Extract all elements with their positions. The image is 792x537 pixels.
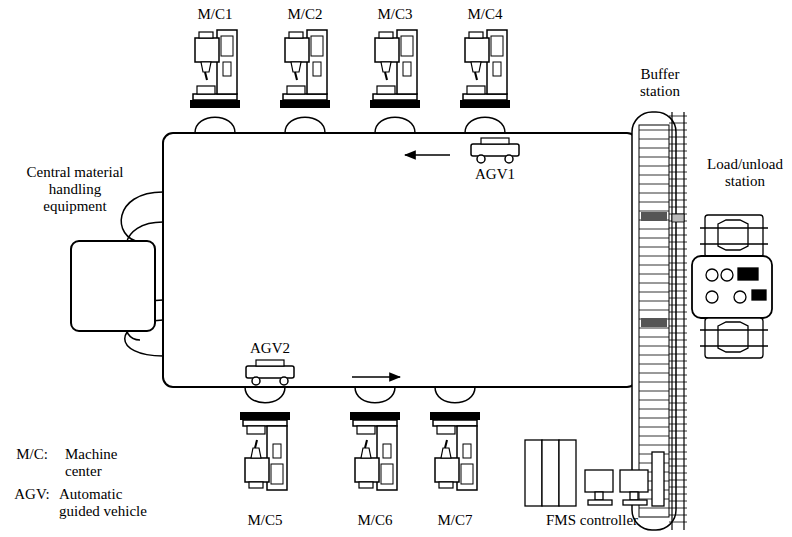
controller-label: FMS controller <box>532 512 652 529</box>
equipment-box <box>70 240 156 332</box>
legend-text: Automatic guided vehicle <box>59 486 165 520</box>
equipment-node: Central material handling equipment <box>18 164 158 332</box>
machine-label: M/C5 <box>235 512 295 529</box>
legend-key: M/C: <box>10 446 54 463</box>
machine-label: M/C2 <box>275 6 335 23</box>
machine-label: M/C7 <box>425 512 485 529</box>
legend-text: Machine center <box>65 446 135 480</box>
machine-label: M/C4 <box>455 6 515 23</box>
equipment-label: Central material handling equipment <box>20 164 130 215</box>
agv-label: AGV1 <box>465 166 525 183</box>
station-label: Buffer station <box>625 66 695 100</box>
machine-label: M/C3 <box>365 6 425 23</box>
machine-label: M/C1 <box>185 6 245 23</box>
agv-label: AGV2 <box>240 340 300 357</box>
legend-key: AGV: <box>10 486 54 503</box>
machine-label: M/C6 <box>345 512 405 529</box>
station-label: Load/unload station <box>697 156 792 190</box>
